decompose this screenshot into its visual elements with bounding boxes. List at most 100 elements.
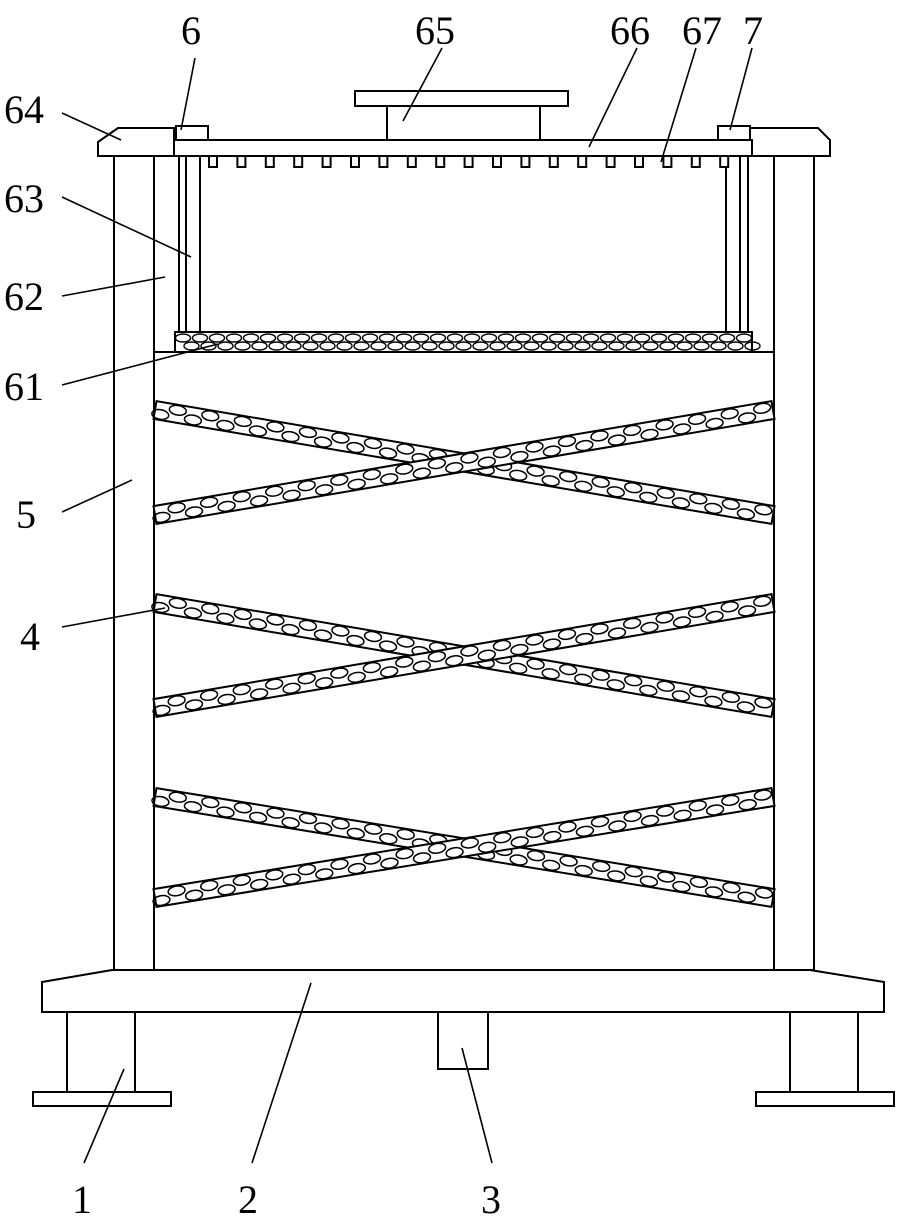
leader-64 [61,112,122,141]
chain-link [201,603,220,615]
chain-link [460,645,479,657]
chain-link [330,474,349,486]
chain-link [721,794,740,807]
chain-link [640,814,660,827]
chain-link [591,476,610,488]
filter-mesh-cell [268,341,285,351]
chain-link [362,853,382,865]
chain-link [232,874,251,886]
chain-link [574,864,593,877]
chain-link [754,887,774,899]
leader-4 [61,607,166,628]
chain-link [704,695,723,708]
filter-mesh-cell [616,333,634,343]
chain-link [559,470,578,483]
filter-mesh-cell [387,341,404,351]
chain-link [575,825,595,837]
chain-link [558,821,577,833]
chain-link [412,467,431,479]
filter-mesh-cell [293,333,311,343]
chain-link [689,493,708,505]
chain-link [152,894,171,907]
chain-link [281,430,300,443]
filter-mesh-cell [421,341,438,351]
chain-link [477,649,496,661]
filter-mesh-cell [557,341,574,351]
chain-link [721,691,740,703]
chain-link [445,655,464,667]
chain-link [510,836,529,848]
chain-link [655,419,674,431]
chain-link [330,667,349,679]
filter-mesh-cell [276,333,294,343]
chain-link [606,486,625,498]
chain-link [232,491,251,503]
chain-link [720,408,739,420]
chain-link [216,419,235,432]
chain-link [721,498,740,510]
nozzle [605,155,616,168]
leader-65 [402,47,443,122]
chain-link [657,871,676,883]
top-handle [354,90,569,141]
leader-62 [61,276,166,297]
chain-link [559,855,578,867]
chain-link [216,612,235,625]
chain-link [541,668,560,680]
label-61: 61 [4,364,44,409]
chain-link [184,889,204,901]
filter-mesh-cell [514,333,532,343]
nozzle [719,155,730,168]
left-side-post [113,155,155,971]
filter-mesh-cell [591,341,608,351]
chain-link [526,658,545,670]
chain-link [590,623,609,635]
chain-link [248,811,268,824]
filter-mesh-cell [727,341,744,351]
chain-link [477,456,496,468]
chain-link [753,789,773,801]
filter-mesh-cell [625,341,642,351]
right-side-post [773,155,815,971]
chain-link [510,643,529,656]
chain-link [509,854,528,866]
filter-mesh-cell [174,333,192,343]
chain-link [492,639,512,652]
filter-mesh-cell [438,341,455,351]
filter-mesh-cell [684,333,702,343]
chain-link [575,439,594,452]
chain-link [378,640,398,652]
label-7: 7 [743,8,763,53]
filter-mesh-cell [642,341,659,351]
left-frame-rods [178,156,201,332]
label-63: 63 [4,176,44,221]
chain-link [297,863,317,876]
chain-link [266,421,285,433]
chain-link [379,833,398,845]
chain-link [347,478,366,490]
nozzle-row [208,155,730,168]
chain-link [687,413,707,425]
filter-mesh-cell [497,333,515,343]
chain-link [298,426,318,439]
label-2: 2 [238,1177,258,1222]
leader-63 [61,196,192,258]
nozzle [293,155,304,168]
filter-mesh-cell [565,333,583,343]
leader-1 [83,1068,125,1164]
chain-link [672,423,692,435]
nozzle [350,155,360,168]
nozzle [662,155,673,168]
leader-5 [61,479,133,513]
nozzle [577,155,588,168]
chain-band-up-1 [152,399,776,526]
chain-link [167,695,186,707]
chain-link [590,816,610,828]
chain-link [395,848,414,860]
chain-link [559,663,578,676]
nozzle [690,155,701,168]
nozzle [520,155,531,168]
chain-link [232,684,251,696]
filter-mesh-cell [523,341,540,351]
chain-link [315,677,334,689]
